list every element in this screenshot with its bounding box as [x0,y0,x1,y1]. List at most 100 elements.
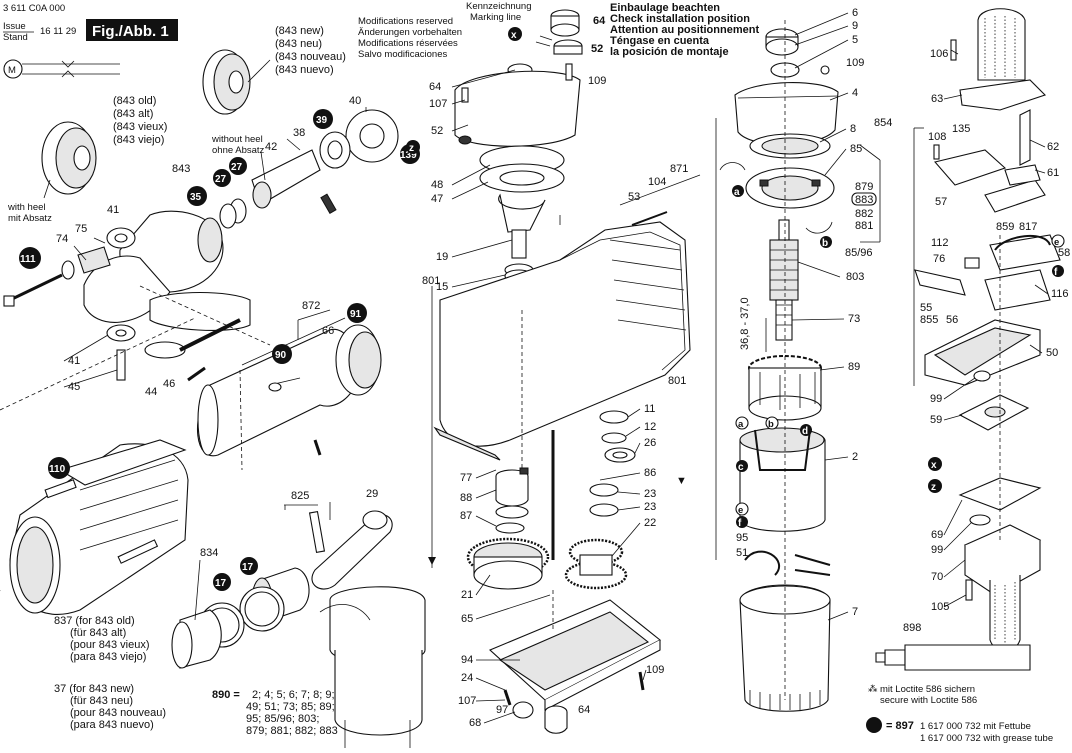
label-94: 94 [461,654,473,666]
label-99-bot: 99 [931,544,943,556]
stator-2 [739,427,831,576]
top-knob-64 [535,9,583,55]
label-58: 58 [1058,247,1070,259]
part-number-labels: 6 9 5 109 4 8 85 879 883 882 881 85/96 8… [56,7,1070,729]
svg-text:95; 85/96; 803;: 95; 85/96; 803; [246,713,319,725]
modifications-note: Modifications reserved Änderungen vorbeh… [358,16,462,60]
svg-text:1 617 000 732 with grease tube: 1 617 000 732 with grease tube [920,733,1053,744]
label-76: 76 [933,253,945,265]
svg-text:b: b [822,238,828,249]
label-52-mid: 52 [431,125,443,137]
callout-a [735,416,749,430]
svg-text:(843 nouveau): (843 nouveau) [275,51,346,63]
label-99-top: 99 [930,393,942,405]
svg-text:(für 843 neu): (für 843 neu) [70,695,133,707]
callout-a-top [732,185,744,197]
svg-text:49; 51; 73; 85; 89;: 49; 51; 73; 85; 89; [246,701,335,713]
svg-text:c: c [738,462,744,473]
switch-plate-55 [914,234,1061,311]
callout-b [765,416,779,430]
svg-text:z: z [931,482,936,493]
label-75: 75 [75,223,87,235]
svg-text:(para 843 viejo): (para 843 viejo) [70,651,146,663]
svg-text:f: f [1054,267,1058,278]
label-107-bot: 107 [458,695,476,707]
label-11: 11 [644,403,655,415]
note-837: 837 (for 843 old) (für 843 alt) (pour 84… [54,615,150,663]
label-112: 112 [931,237,949,249]
label-42: 42 [265,141,277,153]
callout-z-right [928,479,942,493]
label-23-b: 23 [644,501,656,513]
svg-text:(843 new): (843 new) [275,25,324,37]
label-70: 70 [931,571,943,583]
base-50 [924,319,1041,386]
label-801-right: 801 [668,375,686,387]
note-37: 37 (for 843 new) (für 843 neu) (pour 843… [54,683,166,731]
letter-callouts: x a b a b d c e f e f x z z [406,27,1065,529]
label-55: 55 [920,302,932,314]
badge-91 [347,303,367,323]
label-8: 8 [850,123,856,135]
grease-dot-icon [866,717,882,733]
label-26: 26 [644,437,656,449]
shaft-group-38-42 [219,109,399,229]
issue-label: Issue [3,21,26,32]
svg-text:1 617 000 732 mit Fettube: 1 617 000 732 mit Fettube [920,721,1031,732]
motor-assembly [319,586,426,748]
callout-e [735,502,749,516]
main-housing-801 [433,211,691,461]
svg-text:17: 17 [215,578,227,589]
label-57: 57 [935,196,947,208]
label-15: 15 [436,281,448,293]
svg-text:M: M [8,65,16,76]
label-46: 46 [163,378,175,390]
label-arrow: ▼ [676,475,687,487]
svg-text:(843 alt): (843 alt) [113,108,153,120]
badge-27-b [229,157,247,175]
svg-text:z: z [409,143,414,154]
label-108: 108 [928,131,946,143]
svg-text:110: 110 [49,464,66,475]
label-52-top: 52 [591,43,603,55]
svg-text:x: x [511,30,517,41]
svg-text:2; 4; 5; 6; 7; 8; 9;: 2; 4; 5; 6; 7; 8; 9; [252,689,335,701]
svg-text:(para 843 nuevo): (para 843 nuevo) [70,719,154,731]
callout-e-right [1051,234,1065,248]
badge-35 [187,186,207,206]
label-97: 97 [496,704,508,716]
plate-59 [958,370,1030,431]
shaft-86 [551,430,619,560]
svg-text:x: x [931,460,937,471]
base-plate-94 [488,599,662,734]
label-56: 56 [946,314,958,326]
label-77: 77 [460,472,472,484]
svg-text:Salvo modificaciones: Salvo modificaciones [358,49,447,60]
svg-text:f: f [738,518,742,529]
label-817: 817 [1019,221,1037,233]
leader-lines [63,12,1049,724]
svg-text:37 (for 843 new): 37 (for 843 new) [54,683,134,695]
svg-text:27: 27 [215,174,227,185]
grease-note: = 897 1 617 000 732 mit Fettube 1 617 00… [866,717,1053,744]
svg-text:17: 17 [242,562,254,573]
label-105: 105 [931,601,949,613]
label-41-bot: 41 [68,355,80,367]
svg-text:mit Loctite 586 sichern: mit Loctite 586 sichern [880,684,975,695]
stand-label: Stand [3,32,28,43]
svg-text:111: 111 [20,254,36,265]
svg-text:Modifications reserved: Modifications reserved [358,16,453,27]
svg-text:(843 nuevo): (843 nuevo) [275,64,334,76]
svg-text:(843 viejo): (843 viejo) [113,134,164,146]
callout-c [736,460,748,472]
part-number: 3 611 C0A 000 [3,3,65,14]
header: 3 611 C0A 000 Issue Stand 16 11 29 Fig./… [3,3,178,43]
svg-text:mit Absatz: mit Absatz [8,213,52,224]
svg-text:(843 neu): (843 neu) [275,38,322,50]
svg-text:(843 vieux): (843 vieux) [113,121,167,133]
svg-text:(pour 843 nouveau): (pour 843 nouveau) [70,707,166,719]
badge-110 [48,457,70,479]
callout-x-right [928,457,942,471]
label-45: 45 [68,381,80,393]
